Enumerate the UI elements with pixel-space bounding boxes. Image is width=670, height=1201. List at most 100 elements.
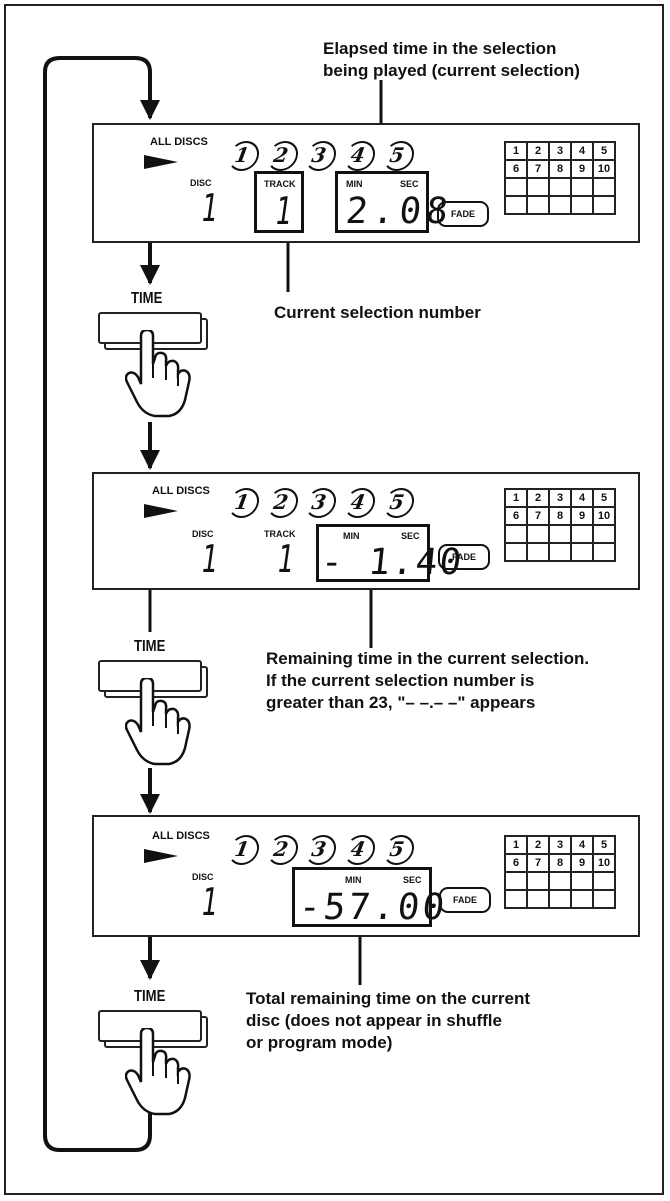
grid-cell: 5 — [592, 835, 616, 855]
caption-remaining-line2: If the current selection number is — [266, 671, 535, 690]
grid-cell — [592, 889, 616, 909]
grid-cell — [504, 177, 528, 197]
grid-cell — [526, 195, 550, 215]
caption-total-line1: Total remaining time on the current — [246, 989, 530, 1008]
sec-label: SEC — [401, 531, 420, 541]
track-box: TRACK 1 — [254, 171, 304, 233]
track-label: TRACK — [264, 529, 296, 539]
play-icon — [144, 504, 178, 518]
grid-cell: 8 — [548, 159, 572, 179]
grid-cell — [526, 542, 550, 562]
grid-cell — [504, 871, 528, 891]
grid-cell — [504, 195, 528, 215]
caption-elapsed-line1: Elapsed time in the selection — [323, 39, 557, 58]
sec-label: SEC — [400, 179, 419, 189]
disc-indicator-3: 3 — [309, 837, 329, 861]
time-box: MIN SEC - 1.40 — [316, 524, 465, 583]
grid-cell: 8 — [548, 506, 572, 526]
loop-line — [43, 56, 160, 1152]
grid-cell: 1 — [504, 835, 528, 855]
grid-cell — [548, 889, 572, 909]
all-discs-label: ALL DISCS — [150, 136, 208, 148]
grid-cell: 3 — [548, 141, 572, 161]
caption-elapsed-line2: being played (current selection) — [323, 61, 580, 80]
disc-indicator-4: 4 — [348, 490, 368, 514]
grid-cell — [548, 524, 572, 544]
grid-cell: 1 — [504, 488, 528, 508]
grid-cell — [592, 871, 616, 891]
grid-cell: 9 — [570, 159, 594, 179]
grid-cell — [526, 889, 550, 909]
grid-cell: 5 — [592, 141, 616, 161]
grid-cell — [504, 889, 528, 909]
disc-number: 1 — [198, 537, 221, 581]
grid-cell: 9 — [570, 853, 594, 873]
disc-indicator-2: 2 — [271, 490, 291, 514]
grid-cell: 2 — [526, 141, 550, 161]
disc-label: DISC — [192, 529, 214, 539]
fade-indicator: FADE — [437, 201, 489, 227]
grid-cell — [526, 524, 550, 544]
sec-label: SEC — [403, 875, 422, 885]
grid-cell — [592, 177, 616, 197]
pressing-hand-icon-3 — [125, 1028, 191, 1116]
disc-indicator-4: 4 — [348, 837, 368, 861]
grid-cell — [592, 524, 616, 544]
grid-cell: 4 — [570, 141, 594, 161]
grid-cell: 10 — [592, 159, 616, 179]
caption-total-line2: disc (does not appear in shuffle — [246, 1011, 502, 1030]
track-number: 1 — [272, 189, 295, 233]
grid-cell: 5 — [592, 488, 616, 508]
grid-cell — [570, 177, 594, 197]
grid-cell: 3 — [548, 835, 572, 855]
grid-cell — [548, 195, 572, 215]
all-discs-label: ALL DISCS — [152, 485, 210, 497]
caption-remaining-line1: Remaining time in the current selection. — [266, 649, 590, 668]
disc-number: 1 — [198, 880, 221, 924]
time-button-label-2: TIME — [134, 638, 166, 655]
disc-indicator-5: 5 — [387, 837, 407, 861]
grid-cell: 10 — [592, 506, 616, 526]
grid-cell: 6 — [504, 159, 528, 179]
grid-cell — [570, 524, 594, 544]
grid-cell — [570, 195, 594, 215]
caption-total-line3: or program mode) — [246, 1033, 393, 1052]
caption-remaining-line3: greater than 23, "– –.– –" appears — [266, 693, 536, 712]
disc-indicator-3: 3 — [309, 490, 329, 514]
grid-cell: 10 — [592, 853, 616, 873]
grid-cell: 6 — [504, 853, 528, 873]
grid-cell: 6 — [504, 506, 528, 526]
track-label: TRACK — [264, 179, 296, 189]
time-readout: -57.00 — [296, 887, 450, 928]
grid-cell: 7 — [526, 159, 550, 179]
grid-cell: 4 — [570, 835, 594, 855]
disc-indicator-1: 1 — [232, 143, 252, 167]
grid-cell — [504, 524, 528, 544]
grid-cell: 3 — [548, 488, 572, 508]
disc-indicator-1: 1 — [232, 837, 252, 861]
play-icon — [144, 155, 178, 169]
grid-cell: 2 — [526, 488, 550, 508]
time-box: MIN SEC 2.08 — [335, 171, 455, 233]
disc-indicator-1: 1 — [232, 490, 252, 514]
display-panel-total-remaining: ALL DISCS 1 2 3 4 5 DISC 1 MIN SEC -57.0… — [92, 815, 640, 937]
fade-indicator: FADE — [439, 887, 491, 913]
disc-label: DISC — [192, 872, 214, 882]
grid-cell: 7 — [526, 853, 550, 873]
grid-cell — [504, 542, 528, 562]
min-label: MIN — [343, 531, 360, 541]
time-button-label-3: TIME — [134, 988, 166, 1005]
grid-cell — [548, 177, 572, 197]
grid-cell — [526, 871, 550, 891]
grid-cell — [570, 542, 594, 562]
grid-cell — [548, 871, 572, 891]
display-panel-remaining: ALL DISCS 1 2 3 4 5 DISC 1 TRACK 1 MIN S… — [92, 472, 640, 590]
disc-indicator-2: 2 — [271, 837, 291, 861]
grid-cell — [592, 542, 616, 562]
grid-cell — [548, 542, 572, 562]
track-number: 1 — [274, 537, 297, 581]
disc-indicator-3: 3 — [309, 143, 329, 167]
